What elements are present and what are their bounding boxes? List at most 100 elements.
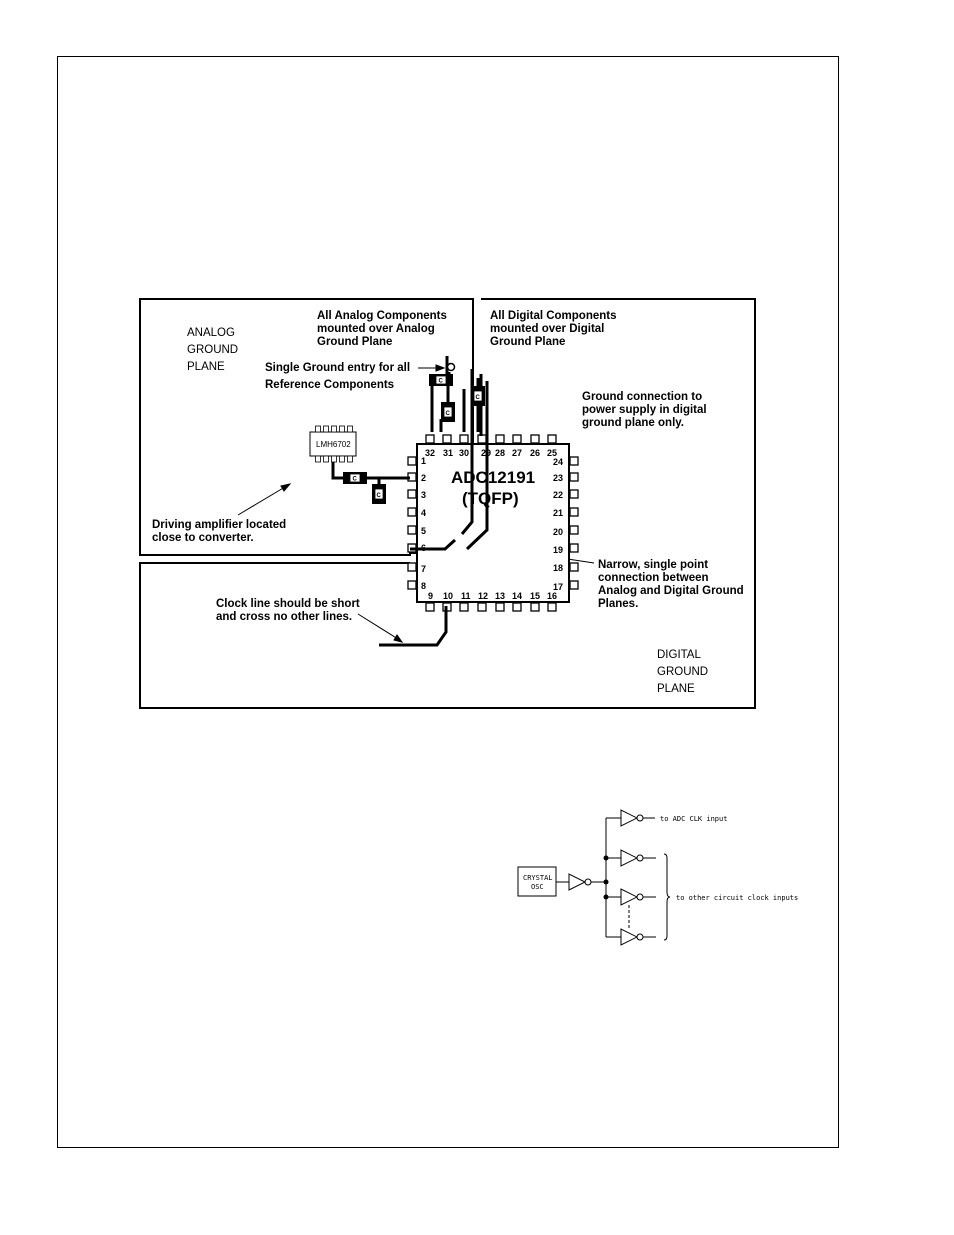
svg-text:C: C <box>377 493 382 499</box>
capacitor-2: C <box>441 402 455 422</box>
pad-left-5 <box>407 525 417 535</box>
pin-31: 31 <box>443 448 453 458</box>
page-frame <box>57 56 839 1148</box>
svg-text:and cross no other lines.: and cross no other lines. <box>216 611 352 623</box>
single-ground-note: Single Ground entry for all Reference Co… <box>265 362 410 391</box>
svg-text:All Analog Components: All Analog Components <box>317 310 447 322</box>
pad-left-1 <box>407 456 417 466</box>
pad-top-32 <box>425 434 435 444</box>
analog-ground-plane <box>139 298 474 556</box>
digital-ground-plane <box>139 298 756 709</box>
pin-17: 17 <box>553 582 563 592</box>
svg-text:power supply in digital: power supply in digital <box>582 404 707 416</box>
pin-labels-right: 24 23 22 21 20 19 18 17 <box>553 457 563 592</box>
amp-pin-top-2 <box>323 425 329 433</box>
pad-right-18 <box>569 562 579 572</box>
pad-left-7 <box>407 562 417 572</box>
oscillator-label-line2: OSC <box>531 883 544 891</box>
amp-pin-bottom-4 <box>339 455 345 463</box>
pin-24: 24 <box>553 457 563 467</box>
driving-amp-arrow <box>237 486 286 516</box>
buffer-1 <box>620 809 655 827</box>
svg-text:Narrow, single point: Narrow, single point <box>598 559 708 571</box>
buffer-4 <box>620 928 656 946</box>
amplifier-pins <box>315 425 353 463</box>
digital-plane-label: DIGITAL GROUND PLANE <box>657 649 708 695</box>
svg-text:mounted over Digital: mounted over Digital <box>490 323 604 335</box>
pin-21: 21 <box>553 508 563 518</box>
svg-text:All Digital Components: All Digital Components <box>490 310 617 322</box>
amp-pin-top-3 <box>331 425 337 433</box>
pin-labels-top: 32 31 30 29 28 27 26 25 <box>425 448 557 458</box>
svg-text:Ground Plane: Ground Plane <box>490 336 565 348</box>
buffer-3 <box>620 888 656 906</box>
svg-text:C: C <box>446 411 451 417</box>
amp-pin-top-1 <box>315 425 321 433</box>
pin-10: 10 <box>443 591 453 601</box>
pin-32: 32 <box>425 448 435 458</box>
narrow-connection-note: Narrow, single point connection between … <box>598 559 744 610</box>
buffer-2 <box>620 849 656 867</box>
capacitor-1: C <box>429 374 453 386</box>
pad-left-3 <box>407 489 417 499</box>
clock-line-note: Clock line should be short and cross no … <box>216 598 360 623</box>
pin-8: 8 <box>421 581 426 591</box>
pin-11: 11 <box>461 591 471 601</box>
digital-components-note: All Digital Components mounted over Digi… <box>490 310 617 348</box>
svg-text:PLANE: PLANE <box>187 361 225 373</box>
pad-left-4 <box>407 507 417 517</box>
svg-text:Single Ground entry for all: Single Ground entry for all <box>265 362 410 374</box>
amplifier-label: LMH6702 <box>316 440 351 449</box>
pad-top-26 <box>530 434 540 444</box>
amp-pin-bottom-5 <box>347 455 353 463</box>
pin-30: 30 <box>459 448 469 458</box>
pin-19: 19 <box>553 545 563 555</box>
amp-pin-bottom-1 <box>315 455 321 463</box>
pin-12: 12 <box>478 591 488 601</box>
adc-clk-label: to ADC CLK input <box>660 815 727 823</box>
pads-right <box>569 456 579 590</box>
pin-14: 14 <box>512 591 522 601</box>
oscillator-label-line1: CRYSTAL <box>523 874 553 882</box>
pin-28: 28 <box>495 448 505 458</box>
svg-text:Clock line should be short: Clock line should be short <box>216 598 360 610</box>
svg-text:C: C <box>353 477 358 483</box>
pad-right-23 <box>569 472 579 482</box>
pin-9: 9 <box>428 591 433 601</box>
capacitor-5: C <box>372 484 386 504</box>
svg-text:mounted over Analog: mounted over Analog <box>317 323 435 335</box>
svg-text:C: C <box>439 379 444 385</box>
pin-23: 23 <box>553 473 563 483</box>
svg-text:connection between: connection between <box>598 572 709 584</box>
svg-text:Reference Components: Reference Components <box>265 379 394 391</box>
pad-right-17 <box>569 580 579 590</box>
clock-wiring <box>556 817 671 941</box>
pad-top-29 <box>477 434 487 444</box>
ground-entry-via <box>446 362 456 372</box>
amp-pin-bottom-3 <box>331 455 337 463</box>
capacitor-4: C <box>343 472 367 484</box>
pad-left-8 <box>407 580 417 590</box>
pin-5: 5 <box>421 526 426 536</box>
svg-text:Analog and Digital Ground: Analog and Digital Ground <box>598 585 744 597</box>
ground-connection-note: Ground connection to power supply in dig… <box>582 391 707 429</box>
lmh6702-amplifier <box>309 431 357 457</box>
amp-pin-top-5 <box>347 425 353 433</box>
pin-1: 1 <box>421 456 426 466</box>
chip-package: (TQFP) <box>462 489 519 508</box>
pin-25: 25 <box>547 448 557 458</box>
pin-22: 22 <box>553 490 563 500</box>
svg-text:GROUND: GROUND <box>187 344 238 356</box>
pads-top <box>425 434 557 444</box>
pad-bottom-13 <box>495 602 505 612</box>
pad-bottom-9 <box>425 602 435 612</box>
analog-plane-label: ANALOG GROUND PLANE <box>187 327 238 373</box>
svg-text:PLANE: PLANE <box>657 683 695 695</box>
pad-bottom-15 <box>530 602 540 612</box>
pad-right-21 <box>569 507 579 517</box>
pad-top-27 <box>512 434 522 444</box>
pad-bottom-12 <box>477 602 487 612</box>
pin-2: 2 <box>421 473 426 483</box>
driving-amp-note: Driving amplifier located close to conve… <box>152 519 286 544</box>
